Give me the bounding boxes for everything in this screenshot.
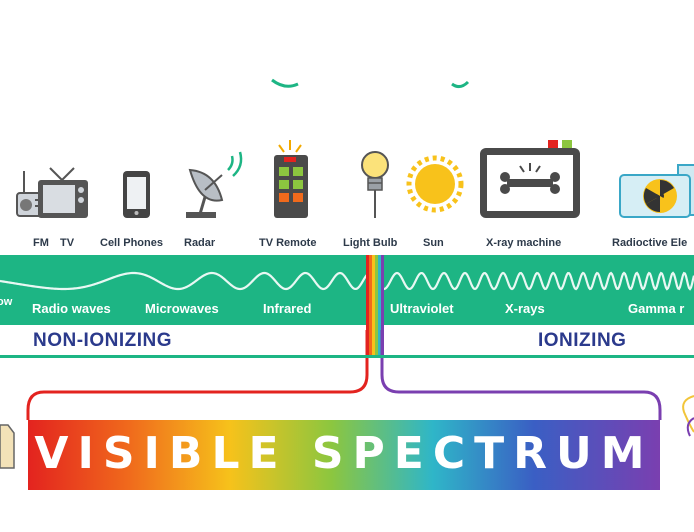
ionization-line (0, 355, 694, 358)
light-bulb-icon (361, 151, 389, 218)
visible-spectrum-title: VISIBLE SPECTRUM (34, 428, 654, 479)
source-icons (16, 140, 694, 218)
top-arc-left (271, 78, 299, 88)
x-ray-machine-icon (480, 140, 580, 218)
source-label-cell-phones: Cell Phones (100, 237, 163, 249)
cell-phone-icon (123, 171, 150, 218)
radar-dish-icon (186, 151, 243, 218)
source-label-sun: Sun (423, 237, 444, 249)
sun-icon (406, 155, 464, 213)
wave-label-low: ow (0, 296, 13, 308)
wave-label-xrays: X-rays (505, 301, 545, 316)
purple-connector (380, 330, 662, 420)
source-label-x-ray-machine: X-ray machine (486, 237, 562, 249)
wave-label-radio: Radio waves (32, 301, 111, 316)
spectrum-band (0, 255, 694, 325)
top-arc-right (451, 80, 470, 89)
tv-remote-icon (274, 140, 308, 218)
non-ionizing-label: NON-IONIZING (33, 330, 172, 351)
top-decoration (271, 78, 470, 89)
left-edge-item (0, 424, 15, 469)
source-label-radar: Radar (184, 237, 216, 249)
wave-line (0, 271, 694, 291)
source-label-fm: FM (33, 237, 49, 249)
radioactive-icon (619, 164, 694, 218)
right-edge-item (682, 395, 694, 433)
ionizing-label: IONIZING (538, 330, 627, 351)
source-label-tv: TV (60, 237, 75, 249)
source-label-tv-remote: TV Remote (259, 237, 317, 249)
visible-spectrum-box (28, 420, 660, 490)
wave-label-gamma: Gamma r (628, 301, 685, 316)
visible-light-stripe (366, 255, 384, 355)
right-edge-item-2 (686, 417, 694, 437)
source-label-radioactive: Radioctive Ele (612, 237, 688, 249)
wave-label-microwaves: Microwaves (145, 301, 219, 316)
source-label-light-bulb: Light Bulb (343, 237, 398, 249)
wave-label-ultraviolet: Ultraviolet (390, 301, 454, 316)
red-connector (26, 330, 369, 420)
tv-icon (38, 167, 88, 218)
wave-label-infrared: Infrared (263, 301, 312, 316)
